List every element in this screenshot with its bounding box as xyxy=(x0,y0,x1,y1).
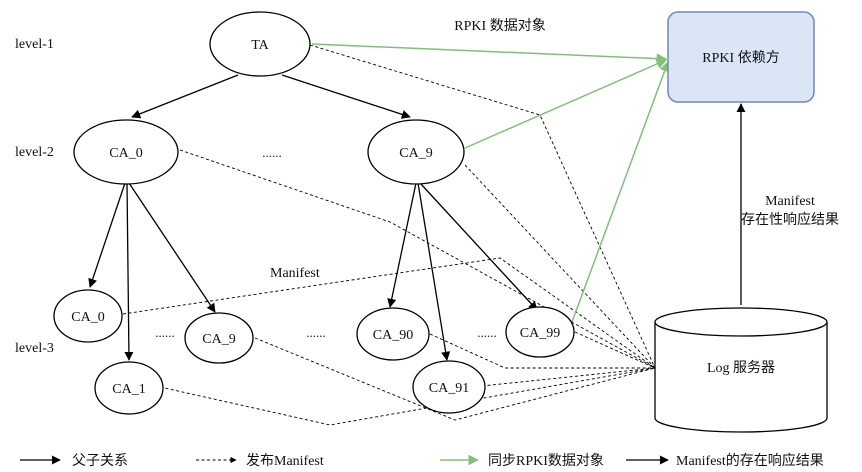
node-l2-ca9-label: CA_9 xyxy=(399,146,432,161)
edge-ta-ca9 xyxy=(281,74,411,119)
node-l2-ca0-label: CA_0 xyxy=(109,146,142,161)
node-ta-label: TA xyxy=(251,38,269,53)
node-l3-ca90[interactable]: CA_90 xyxy=(356,307,430,361)
result-label-line1: Manifest xyxy=(765,194,815,209)
level-3-label: level-3 xyxy=(15,341,54,356)
legend-manifest-result-label: Manifest的存在响应结果 xyxy=(676,452,824,469)
legend-sync-rpki: 同步RPKI数据对象 xyxy=(440,453,604,469)
result-label-line2: 存在性响应结果 xyxy=(741,211,839,228)
edge-ca0-l3ca0 xyxy=(88,182,126,288)
sync-line-ta xyxy=(311,43,668,64)
edge-ca0-l3ca9 xyxy=(128,182,216,313)
legend-publish-manifest: 发布Manifest xyxy=(196,453,324,469)
legend-parent-child: 父子关系 xyxy=(20,453,128,469)
node-ta-shape xyxy=(209,11,311,77)
legend: 父子关系 发布Manifest 同步RPKI数据对象 Manifest的存在响应… xyxy=(20,452,824,469)
node-l3-ca9[interactable]: CA_9 xyxy=(184,312,254,364)
level-3-ellipsis-3: ...... xyxy=(477,325,497,340)
node-l2-ca9[interactable]: CA_9 xyxy=(367,119,465,185)
manifest-label: Manifest xyxy=(270,266,320,281)
node-l3-ca99-shape xyxy=(505,306,575,358)
node-l3-ca0[interactable]: CA_0 xyxy=(53,289,123,343)
node-l3-ca91[interactable]: CA_91 xyxy=(412,360,486,414)
node-l2-ca0[interactable]: CA_0 xyxy=(73,119,179,185)
node-l3-ca90-shape xyxy=(356,307,430,361)
sync-rpki-lines xyxy=(311,43,670,323)
level-1-label: level-1 xyxy=(15,37,54,52)
legend-parent-child-label: 父子关系 xyxy=(72,453,128,469)
node-l2-ca9-shape xyxy=(367,119,465,185)
node-l3-ca0-label: CA_0 xyxy=(71,310,104,325)
log-server-body xyxy=(654,322,828,433)
publish-line-l3-ca90 xyxy=(429,333,655,369)
publish-line-l3-ca99 xyxy=(574,331,656,369)
publish-line-l3-ca0 xyxy=(122,257,656,369)
edge-ca0-l3ca1 xyxy=(124,182,134,361)
node-l2-ca0-shape xyxy=(73,119,179,185)
node-l3-ca1-shape xyxy=(94,361,164,415)
node-l3-ca99[interactable]: CA_99 xyxy=(505,306,575,358)
sync-line-ca9 xyxy=(464,58,667,149)
parent-child-arrows xyxy=(88,74,538,361)
node-l3-ca91-shape xyxy=(412,360,486,414)
relying-party-box[interactable]: RPKI 依赖方 xyxy=(667,11,815,103)
relying-party-label: RPKI 依赖方 xyxy=(702,50,779,66)
log-server-cylinder[interactable]: Log 服务器 xyxy=(654,307,828,433)
level-2-label: level-2 xyxy=(15,145,54,160)
level-2-ellipsis: ...... xyxy=(262,145,282,160)
log-server-top xyxy=(654,307,828,337)
legend-publish-manifest-label: 发布Manifest xyxy=(246,453,324,469)
node-l3-ca99-label: CA_99 xyxy=(520,326,560,341)
node-l3-ca9-shape xyxy=(184,312,254,364)
edge-ca9-l3ca91 xyxy=(417,182,451,361)
node-l3-ca0-shape xyxy=(53,289,123,343)
level-3-ellipsis-1: ...... xyxy=(155,325,175,340)
publish-line-l3-ca91 xyxy=(481,367,656,387)
legend-manifest-result: Manifest的存在响应结果 xyxy=(626,452,824,469)
publish-manifest-lines xyxy=(122,44,656,426)
node-l3-ca1[interactable]: CA_1 xyxy=(94,361,164,415)
sync-line-log xyxy=(571,61,670,323)
node-l3-ca9-label: CA_9 xyxy=(202,332,235,347)
node-l3-ca1-label: CA_1 xyxy=(112,382,145,397)
publish-line-l3-ca9 xyxy=(254,337,656,421)
edge-ca9-l3ca99 xyxy=(419,182,538,311)
publish-line-l3-ca1 xyxy=(159,367,656,426)
rpki-objects-label: RPKI 数据对象 xyxy=(454,18,545,34)
relying-party-shape xyxy=(667,11,815,103)
node-ta[interactable]: TA xyxy=(209,11,311,77)
publish-line-ta xyxy=(309,44,656,369)
publish-line-l2-ca9 xyxy=(464,164,656,369)
edge-ca9-l3ca90 xyxy=(387,182,417,308)
legend-sync-rpki-label: 同步RPKI数据对象 xyxy=(488,453,604,469)
node-l3-ca91-label: CA_91 xyxy=(429,381,469,396)
log-server-label: Log 服务器 xyxy=(707,360,775,376)
edge-ta-ca0 xyxy=(131,74,239,119)
level-3-ellipsis-2: ...... xyxy=(306,325,326,340)
node-l3-ca90-label: CA_90 xyxy=(373,328,413,343)
